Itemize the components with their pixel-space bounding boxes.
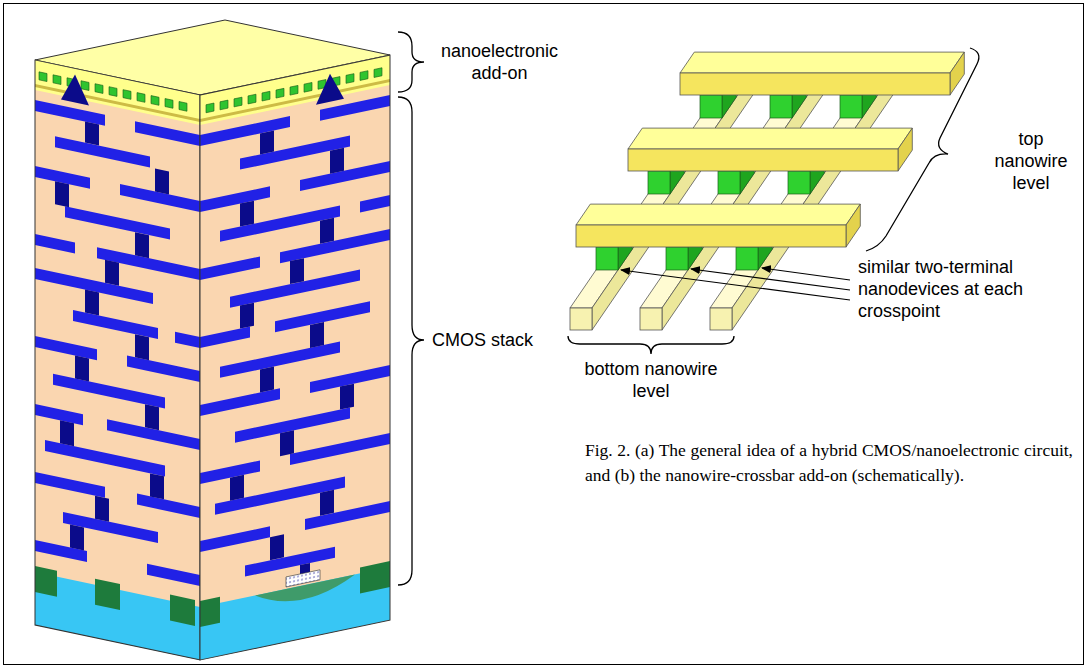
top-nanowire <box>576 204 860 247</box>
chip-front-face <box>35 60 200 660</box>
bottom-nanowires <box>570 61 901 330</box>
chip-side-face <box>200 55 390 660</box>
bracket <box>866 48 979 251</box>
bracket <box>398 32 424 92</box>
part-label: bottom nanowire level <box>566 358 736 402</box>
bracket <box>568 336 734 354</box>
top-nanowire <box>628 128 912 171</box>
chip-top-face <box>35 20 390 95</box>
top-nanowire <box>680 52 964 95</box>
bracket <box>398 97 424 585</box>
leader-arrow <box>621 268 850 300</box>
part-label: similar two-terminal nanodevices at each… <box>858 256 1073 322</box>
part-label: nanoelectronic add-on <box>432 40 567 84</box>
part-label: CMOS stack <box>432 329 572 351</box>
part-label: top nanowire level <box>985 128 1077 194</box>
figure-caption: Fig. 2. (a) The general idea of a hybrid… <box>585 438 1073 488</box>
